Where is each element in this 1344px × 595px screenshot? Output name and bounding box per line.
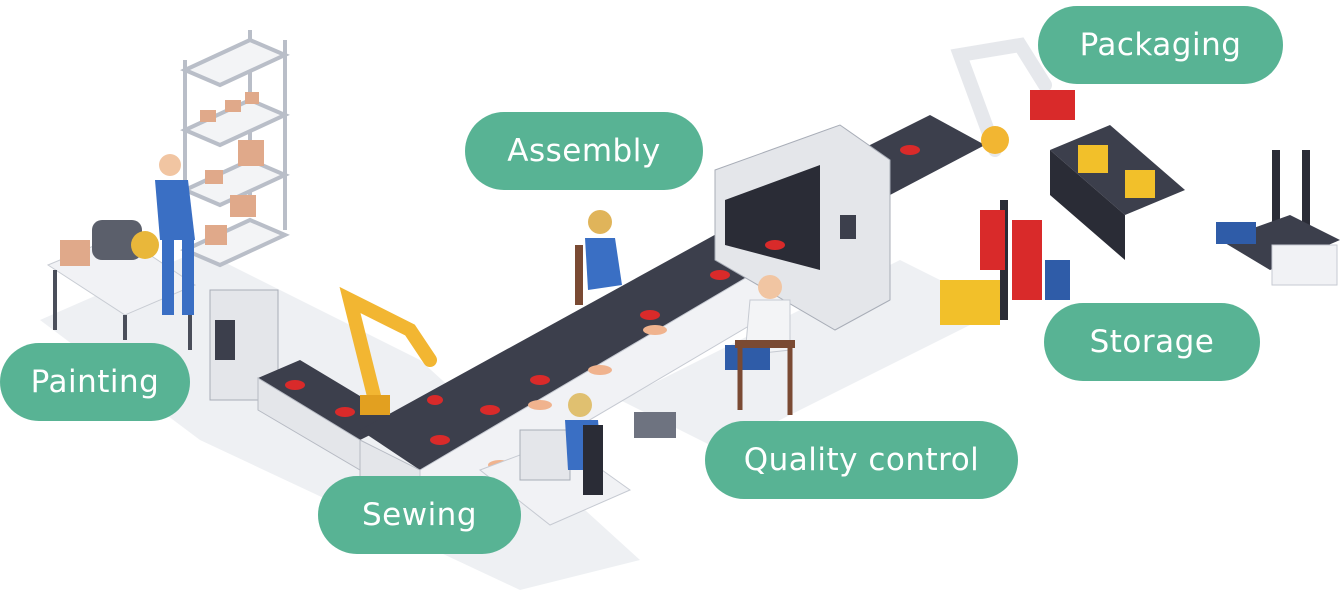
label-storage: Storage [1044,303,1260,381]
robot-arm-painting [339,286,437,407]
shelf [180,30,290,270]
label-sewing: Sewing [318,476,521,554]
label-painting: Painting [0,343,190,421]
worker-qc [725,275,795,415]
boxes [200,92,264,245]
bin [634,412,676,438]
floor-shadow [620,260,1000,450]
label-quality-control: Quality control [705,421,1018,499]
label-assembly: Assembly [465,112,703,190]
worker-painting [155,154,195,315]
pallet-truck [1216,150,1340,286]
worker-sewing [565,393,603,495]
conveyor-main [360,210,810,470]
forklift [940,280,1000,325]
worker-assembly [575,210,622,305]
shoes [285,145,920,445]
gift-boxes [980,145,1155,300]
robot-arm-packaging [950,37,1052,157]
conveyor-left [258,360,400,440]
grinder [92,220,142,260]
label-packaging: Packaging [1038,6,1283,84]
